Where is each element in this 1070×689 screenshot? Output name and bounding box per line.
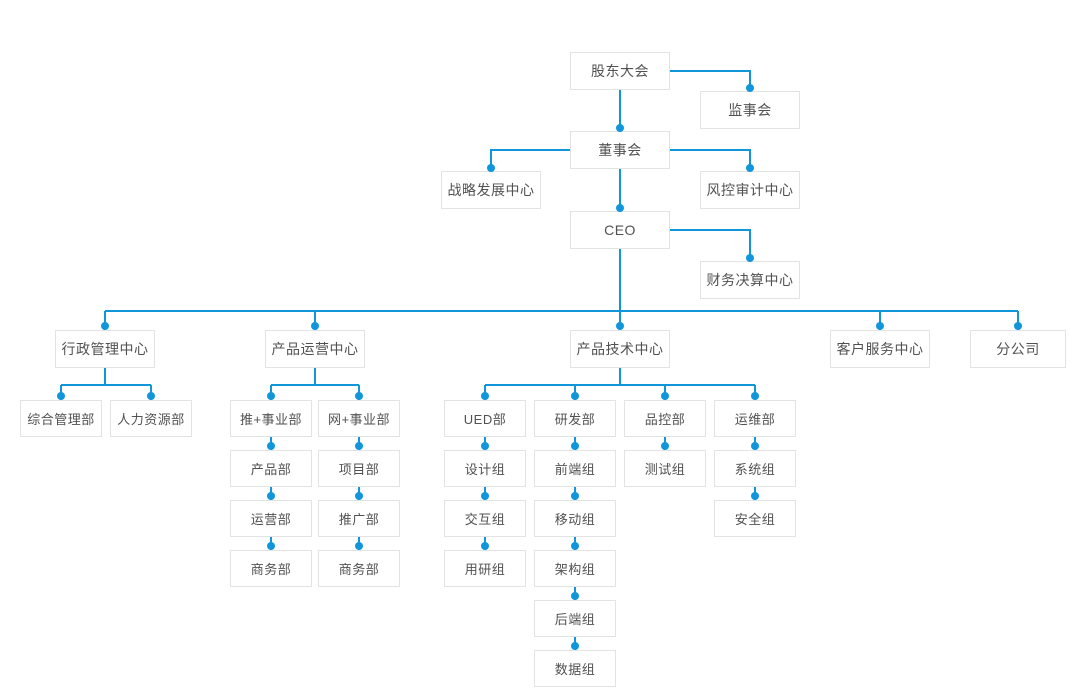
node-product-dept: 产品部 — [230, 450, 312, 487]
node-admin-management-center: 行政管理中心 — [55, 330, 155, 368]
node-label: 测试组 — [644, 462, 686, 477]
node-label: 财务决算中心 — [706, 272, 794, 288]
node-shareholders-meeting: 股东大会 — [570, 52, 670, 90]
node-branch-company: 分公司 — [970, 330, 1066, 368]
node-label: 交互组 — [464, 512, 506, 527]
node-design-group: 设计组 — [444, 450, 526, 487]
node-label: 客户服务中心 — [836, 341, 924, 357]
node-hr-dept: 人力资源部 — [110, 400, 192, 437]
node-label: 综合管理部 — [27, 412, 95, 427]
node-label: 前端组 — [554, 462, 596, 477]
node-label: 运维部 — [734, 412, 776, 427]
node-architecture-group: 架构组 — [534, 550, 616, 587]
node-operation-dept: 运营部 — [230, 500, 312, 537]
node-system-group: 系统组 — [714, 450, 796, 487]
node-label: 研发部 — [554, 412, 596, 427]
node-label: 人力资源部 — [117, 412, 185, 427]
node-label: 产品技术中心 — [576, 341, 664, 357]
node-label: 董事会 — [598, 142, 642, 158]
node-label: 风控审计中心 — [706, 182, 794, 198]
node-business-dept-right: 商务部 — [318, 550, 400, 587]
node-label: 安全组 — [734, 512, 776, 527]
node-label: 后端组 — [554, 612, 596, 627]
node-strategy-development-center: 战略发展中心 — [441, 171, 541, 209]
node-label: 产品部 — [250, 462, 292, 477]
node-user-research-group: 用研组 — [444, 550, 526, 587]
node-label: 数据组 — [554, 662, 596, 677]
node-data-group: 数据组 — [534, 650, 616, 687]
node-security-group: 安全组 — [714, 500, 796, 537]
node-mobile-group: 移动组 — [534, 500, 616, 537]
node-label: 用研组 — [464, 562, 506, 577]
node-project-dept: 项目部 — [318, 450, 400, 487]
node-product-technology-center: 产品技术中心 — [570, 330, 670, 368]
node-board-of-directors: 董事会 — [570, 131, 670, 169]
node-label: 移动组 — [554, 512, 596, 527]
node-label: 股东大会 — [591, 63, 649, 79]
node-label: UED部 — [463, 412, 507, 427]
node-label: 行政管理中心 — [61, 341, 149, 357]
node-promotion-dept: 推广部 — [318, 500, 400, 537]
node-rd-dept: 研发部 — [534, 400, 616, 437]
node-label: CEO — [604, 222, 636, 238]
node-business-dept-left: 商务部 — [230, 550, 312, 587]
node-label: 品控部 — [644, 412, 686, 427]
node-label: 推广部 — [338, 512, 380, 527]
node-label: 架构组 — [554, 562, 596, 577]
node-supervisory-board: 监事会 — [700, 91, 800, 129]
node-ued-dept: UED部 — [444, 400, 526, 437]
node-frontend-group: 前端组 — [534, 450, 616, 487]
node-label: 商务部 — [250, 562, 292, 577]
node-risk-audit-center: 风控审计中心 — [700, 171, 800, 209]
node-backend-group: 后端组 — [534, 600, 616, 637]
node-ops-maintenance-dept: 运维部 — [714, 400, 796, 437]
node-label: 分公司 — [996, 341, 1040, 357]
node-label: 设计组 — [464, 462, 506, 477]
node-label: 系统组 — [734, 462, 776, 477]
node-finance-settlement-center: 财务决算中心 — [700, 261, 800, 299]
node-tui-plus-business-dept: 推+事业部 — [230, 400, 312, 437]
node-label: 推+事业部 — [239, 412, 303, 427]
node-customer-service-center: 客户服务中心 — [830, 330, 930, 368]
node-label: 监事会 — [728, 102, 772, 118]
node-ceo: CEO — [570, 211, 670, 249]
node-label: 战略发展中心 — [447, 182, 535, 198]
node-label: 商务部 — [338, 562, 380, 577]
node-qc-dept: 品控部 — [624, 400, 706, 437]
node-label: 项目部 — [338, 462, 380, 477]
node-wang-plus-business-dept: 网+事业部 — [318, 400, 400, 437]
node-product-operation-center: 产品运营中心 — [265, 330, 365, 368]
node-interaction-group: 交互组 — [444, 500, 526, 537]
node-label: 网+事业部 — [327, 412, 391, 427]
node-label: 产品运营中心 — [271, 341, 359, 357]
node-test-group: 测试组 — [624, 450, 706, 487]
node-label: 运营部 — [250, 512, 292, 527]
node-general-management-dept: 综合管理部 — [20, 400, 102, 437]
